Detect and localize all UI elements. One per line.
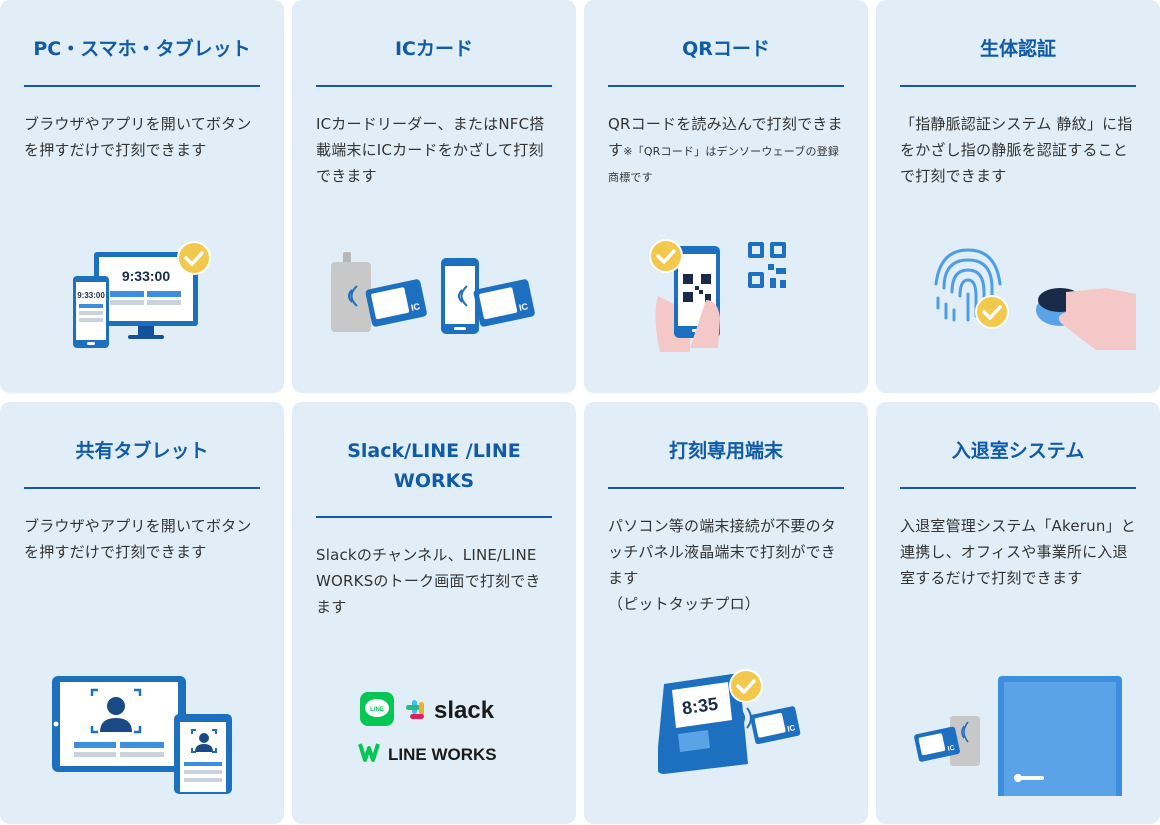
lineworks-logo-icon: LINE WORKS: [358, 743, 497, 764]
card-dedicated-terminal: 打刻専用端末 パソコン等の端末接続が不要のタッチパネル液晶端末で打刻ができます …: [584, 402, 868, 824]
card-shared-tablet: 共有タブレット ブラウザやアプリを開いてボタンを押すだけで打刻できます: [0, 402, 284, 824]
hand-holding-phone-icon: [655, 246, 720, 352]
ic-reader-icon: IC: [914, 716, 980, 766]
card-description: パソコン等の端末接続が不要のタッチパネル液晶端末で打刻ができます （ピットタッチ…: [608, 513, 846, 617]
divider: [24, 85, 260, 87]
divider: [900, 487, 1136, 489]
trademark-note: ※「QRコード」はデンソーウェーブの登録商標です: [608, 145, 840, 184]
qr-illustration: [649, 239, 786, 352]
slack-logo-icon: slack: [406, 697, 495, 724]
ic-card-illustration: IC IC: [331, 252, 535, 334]
card-title: ICカード: [394, 38, 473, 60]
card-title: 打刻専用端末: [668, 440, 783, 462]
card-title: 共有タブレット: [75, 440, 209, 462]
svg-text:slack: slack: [434, 697, 495, 724]
card-slack-line: Slack/LINE /LINE WORKS Slackのチャンネル、LINE/…: [292, 402, 576, 824]
fingerprint-icon: [934, 248, 1002, 322]
svg-text:LINE: LINE: [370, 707, 384, 713]
svg-text:8:35: 8:35: [681, 694, 719, 719]
smartphone-icon: 9:33:00: [73, 276, 109, 348]
divider: [316, 516, 552, 518]
nfc-smartphone-icon: IC: [441, 258, 535, 334]
shared-tablet-illustration: [52, 676, 232, 794]
line-logo-icon: LINE: [360, 692, 394, 726]
door-icon: [998, 676, 1122, 796]
svg-text:IC: IC: [410, 301, 421, 313]
divider: [608, 85, 844, 87]
vein-scanner-icon: [1036, 288, 1136, 350]
card-title: Slack/LINE /LINE WORKS: [347, 440, 521, 492]
card-entry-exit-system: 入退室システム 入退室管理システム「Akerun」と連携し、オフィスや事業所に入…: [876, 402, 1160, 824]
desktop-time: 9:33:00: [122, 268, 170, 284]
check-icon: [177, 241, 211, 275]
qr-code-icon: [748, 242, 786, 288]
ic-card-icon: IC: [741, 706, 801, 745]
terminal-desc-text: パソコン等の端末接続が不要のタッチパネル液晶端末で打刻ができます: [608, 517, 837, 587]
entry-exit-illustration: IC: [914, 676, 1122, 796]
product-name: （ピットタッチプロ）: [608, 595, 761, 613]
card-ic-card: ICカード ICカードリーダー、またはNFC搭載端末にICカードをかざして打刻で…: [292, 0, 576, 393]
card-description: ブラウザやアプリを開いてボタンを押すだけで打刻できます: [24, 115, 252, 159]
svg-text:IC: IC: [786, 723, 796, 734]
card-qr-code: QRコード QRコードを読み込んで打刻できます※「QRコード」はデンソーウェーブ…: [584, 0, 868, 393]
card-title: QRコード: [682, 38, 770, 60]
touch-terminal-icon: 8:35: [658, 674, 748, 774]
card-reader-icon: IC: [331, 252, 427, 332]
check-icon: [649, 239, 683, 273]
card-biometric: 生体認証 「指静脈認証システム 静紋」に指をかざし指の静脈を認証することで打刻で…: [876, 0, 1160, 393]
svg-text:IC: IC: [947, 745, 955, 753]
card-description: ブラウザやアプリを開いてボタンを押すだけで打刻できます: [24, 517, 252, 561]
divider: [24, 487, 260, 489]
pc-smartphone-illustration: 9:33:00 9:33:00: [73, 241, 211, 348]
smartphone-face-icon: [174, 714, 232, 794]
chat-logos: LINE slack LINE WORKS: [358, 692, 497, 764]
card-title: 入退室システム: [951, 440, 1085, 462]
divider: [900, 85, 1136, 87]
check-icon: [975, 295, 1009, 329]
divider: [608, 487, 844, 489]
desktop-monitor-icon: 9:33:00: [94, 252, 198, 339]
card-title: 生体認証: [979, 38, 1056, 60]
card-description: Slackのチャンネル、LINE/LINE WORKSのトーク画面で打刻できます: [316, 546, 541, 616]
divider: [316, 85, 552, 87]
card-description: ICカードリーダー、またはNFC搭載端末にICカードをかざして打刻できます: [316, 115, 545, 185]
check-icon: [729, 669, 763, 703]
terminal-illustration: 8:35 IC: [658, 669, 801, 774]
tablet-icon: [52, 676, 186, 772]
qr-desc-text: QRコードを読み込んで打刻できます: [608, 115, 843, 159]
card-pc-smartphone-tablet: PC・スマホ・タブレット ブラウザやアプリを開いてボタンを押すだけで打刻できます…: [0, 0, 284, 393]
phone-time: 9:33:00: [77, 291, 105, 300]
card-description: 「指静脈認証システム 静紋」に指をかざし指の静脈を認証することで打刻できます: [900, 115, 1133, 185]
svg-text:IC: IC: [518, 301, 529, 313]
svg-text:LINE WORKS: LINE WORKS: [388, 745, 497, 764]
biometric-illustration: [934, 248, 1136, 350]
card-description: 入退室管理システム「Akerun」と連携し、オフィスや事業所に入退室するだけで打…: [900, 517, 1136, 587]
card-title: PC・スマホ・タブレット: [33, 38, 251, 60]
card-description: QRコードを読み込んで打刻できます※「QRコード」はデンソーウェーブの登録商標で…: [608, 111, 846, 189]
